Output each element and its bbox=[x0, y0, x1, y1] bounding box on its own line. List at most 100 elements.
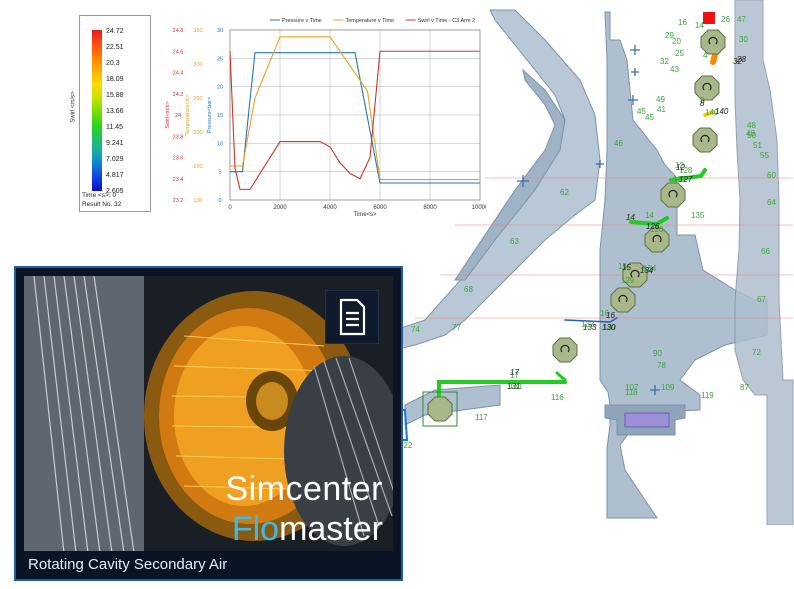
orifice-node[interactable] bbox=[660, 182, 686, 208]
y-tick-label: 200 bbox=[193, 130, 202, 136]
node-label: 133 bbox=[581, 320, 595, 329]
pipe-label: 134 bbox=[640, 266, 654, 275]
orifice-node[interactable] bbox=[427, 396, 453, 422]
node-label: 50 bbox=[747, 131, 756, 140]
selected-node-frame[interactable] bbox=[422, 391, 458, 427]
node-label: 14 bbox=[645, 211, 654, 220]
orifice-node[interactable] bbox=[694, 75, 720, 101]
node-label: 107 bbox=[625, 383, 639, 392]
legend-tick: 2.605 bbox=[106, 188, 124, 195]
y-tick-label: 15 bbox=[217, 113, 223, 119]
node-label: 48 bbox=[747, 121, 756, 130]
y-tick-label: 23.8 bbox=[173, 134, 184, 140]
orifice-nodes[interactable] bbox=[422, 29, 726, 427]
legend-entry: Swirl v Time - C3 Arm 2 bbox=[418, 18, 475, 24]
y-tick-label: 5 bbox=[218, 170, 221, 176]
node-label: 72 bbox=[752, 348, 761, 357]
brand-highlight: Flo bbox=[231, 510, 280, 548]
pipe-label: 28 bbox=[736, 55, 746, 64]
pipe-label: 17 bbox=[510, 368, 519, 377]
legend-result-label: Result No. 32 bbox=[82, 201, 122, 208]
brand-line-2: Flomaster bbox=[232, 510, 383, 549]
rotation-icon bbox=[668, 189, 678, 198]
legend-color-bar bbox=[92, 30, 102, 191]
x-tick-label: 0 bbox=[228, 205, 232, 211]
x-tick-label: 8000 bbox=[423, 205, 437, 211]
y-tick-label: 24 bbox=[175, 113, 181, 119]
series-line bbox=[229, 50, 480, 190]
orifice-node[interactable] bbox=[692, 127, 718, 153]
legend-axis-title: Swirl <m/s> bbox=[70, 91, 77, 123]
node-label: 87 bbox=[740, 383, 749, 392]
node-label: 67 bbox=[757, 295, 766, 304]
node-label: 130 bbox=[603, 323, 617, 332]
node-label: 45 bbox=[645, 113, 654, 122]
legend-tick: 20.3 bbox=[106, 60, 120, 67]
document-icon[interactable] bbox=[325, 290, 379, 344]
node-label: 4 bbox=[703, 51, 708, 60]
node-label: 119 bbox=[701, 391, 714, 400]
x-tick-label: 2000 bbox=[273, 205, 287, 211]
node-label: 43 bbox=[670, 65, 679, 74]
legend-tick: 13.66 bbox=[106, 108, 124, 115]
node-label: 131 bbox=[509, 382, 523, 391]
node-label: 17 bbox=[510, 371, 519, 380]
node-label: 46 bbox=[614, 139, 623, 148]
y-tick-label: 350 bbox=[193, 28, 202, 34]
y-tick-label: 100 bbox=[193, 198, 202, 204]
node-label: 129 bbox=[621, 276, 635, 285]
y-axis-label: Pressure<bar> bbox=[207, 97, 213, 133]
time-history-chart: 020004000600080001000023.223.423.623.824… bbox=[160, 12, 486, 220]
node-label: 16 bbox=[678, 18, 687, 27]
node-label: 16 bbox=[600, 309, 609, 318]
node-label: 12 bbox=[675, 161, 684, 170]
legend-tick: 11.45 bbox=[106, 124, 123, 131]
y-tick-label: 30 bbox=[217, 28, 223, 34]
node-label: 78 bbox=[657, 361, 666, 370]
y-tick-label: 250 bbox=[193, 96, 202, 102]
node-label: 32 bbox=[660, 57, 669, 66]
y-tick-label: 23.6 bbox=[173, 156, 184, 162]
node-label: 51 bbox=[753, 141, 762, 150]
x-axis-label: Time<s> bbox=[353, 212, 377, 218]
node-label: 29 bbox=[665, 31, 674, 40]
y-tick-label: 0 bbox=[218, 198, 221, 204]
node-label: 68 bbox=[464, 285, 473, 294]
node-label: 20 bbox=[672, 37, 681, 46]
rotation-icon bbox=[560, 344, 570, 353]
node-label: 134 bbox=[643, 264, 657, 273]
node-label: 117 bbox=[475, 413, 488, 422]
node-label: 8 bbox=[700, 96, 705, 105]
node-label: 26 bbox=[721, 15, 730, 24]
pipe-label: 130 bbox=[602, 323, 616, 332]
node-label: 25 bbox=[675, 49, 684, 58]
legend-tick: 4.817 bbox=[106, 172, 124, 179]
node-label: 126 bbox=[650, 225, 664, 234]
y-tick-label: 10 bbox=[217, 141, 223, 147]
product-tile[interactable]: Simcenter Flomaster Rotating Cavity Seco… bbox=[14, 266, 403, 581]
brand-line-1: Simcenter bbox=[225, 470, 383, 508]
pipe-label: 16 bbox=[606, 311, 615, 320]
node-label: 118 bbox=[625, 388, 638, 397]
inlet-marker bbox=[703, 12, 715, 24]
orifice-node[interactable] bbox=[644, 227, 670, 253]
node-label: 128 bbox=[679, 166, 693, 175]
orifice-node[interactable] bbox=[622, 262, 648, 288]
orifice-node[interactable] bbox=[700, 29, 726, 55]
node-label: 116 bbox=[551, 393, 564, 402]
orifice-node[interactable] bbox=[552, 337, 578, 363]
pipe-label: 32 bbox=[733, 57, 742, 66]
pipe-label: 14 bbox=[626, 213, 635, 222]
node-label: 109 bbox=[661, 383, 675, 392]
cavity-lines bbox=[415, 177, 793, 319]
node-label: 41 bbox=[657, 105, 666, 114]
node-label: 62 bbox=[560, 188, 569, 197]
pipe-label: 127 bbox=[679, 175, 693, 184]
orifice-node[interactable] bbox=[610, 287, 636, 313]
legend-entry: Temperature v Time bbox=[346, 18, 395, 24]
rotation-icon bbox=[652, 234, 662, 243]
y-tick-label: 24.6 bbox=[173, 49, 184, 55]
